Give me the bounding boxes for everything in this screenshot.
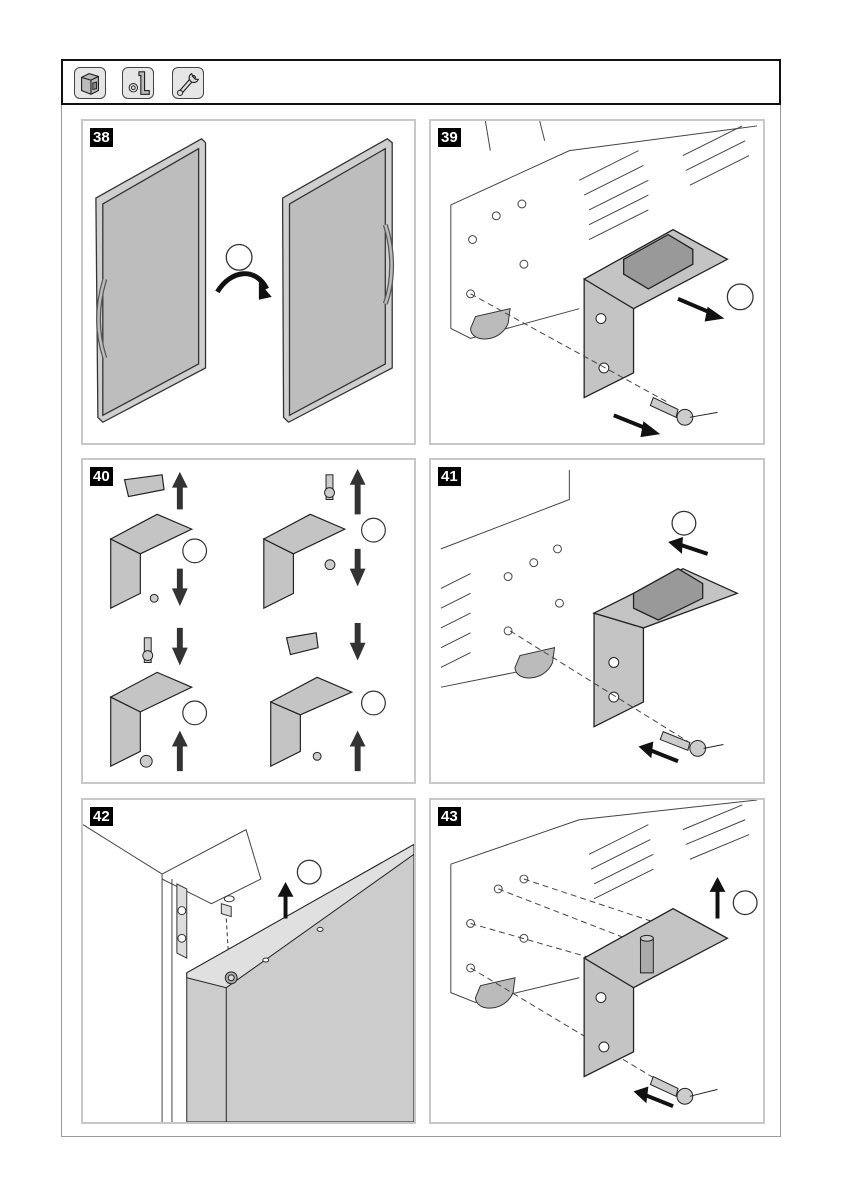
step-number: 40 [90,467,113,486]
door-reverse-illustration [83,121,414,443]
hinge-conversion-illustration [83,460,414,782]
step-number: 39 [438,128,461,147]
step-41-panel: 41 [429,458,765,784]
tool-bar [61,59,781,105]
step-39-panel: 39 [429,119,765,445]
step-43-panel: 43 [429,798,765,1124]
cabinet-gloves-icon [74,67,106,99]
step-42-panel: 42 [81,798,416,1124]
step-number: 43 [438,807,461,826]
step-38-panel: 38 [81,119,416,445]
allen-key-icon [122,67,154,99]
step-40-panel: 40 [81,458,416,784]
callout-circle [297,860,321,884]
callout-circle [226,244,252,270]
hinge-refit-illustration [431,800,763,1122]
callout-circle [733,891,757,915]
callout-circle [672,511,696,535]
callout-circle [727,284,753,310]
step-number: 42 [90,807,113,826]
step-number: 38 [90,128,113,147]
step-number: 41 [438,467,461,486]
door-left [96,139,206,422]
screw [650,398,692,426]
hinge-mounting-illustration [431,460,763,782]
door-right [283,139,393,422]
door-lift-off-illustration [83,800,414,1122]
top-hinge-removal-illustration [431,121,763,443]
wrench-icon [172,67,204,99]
